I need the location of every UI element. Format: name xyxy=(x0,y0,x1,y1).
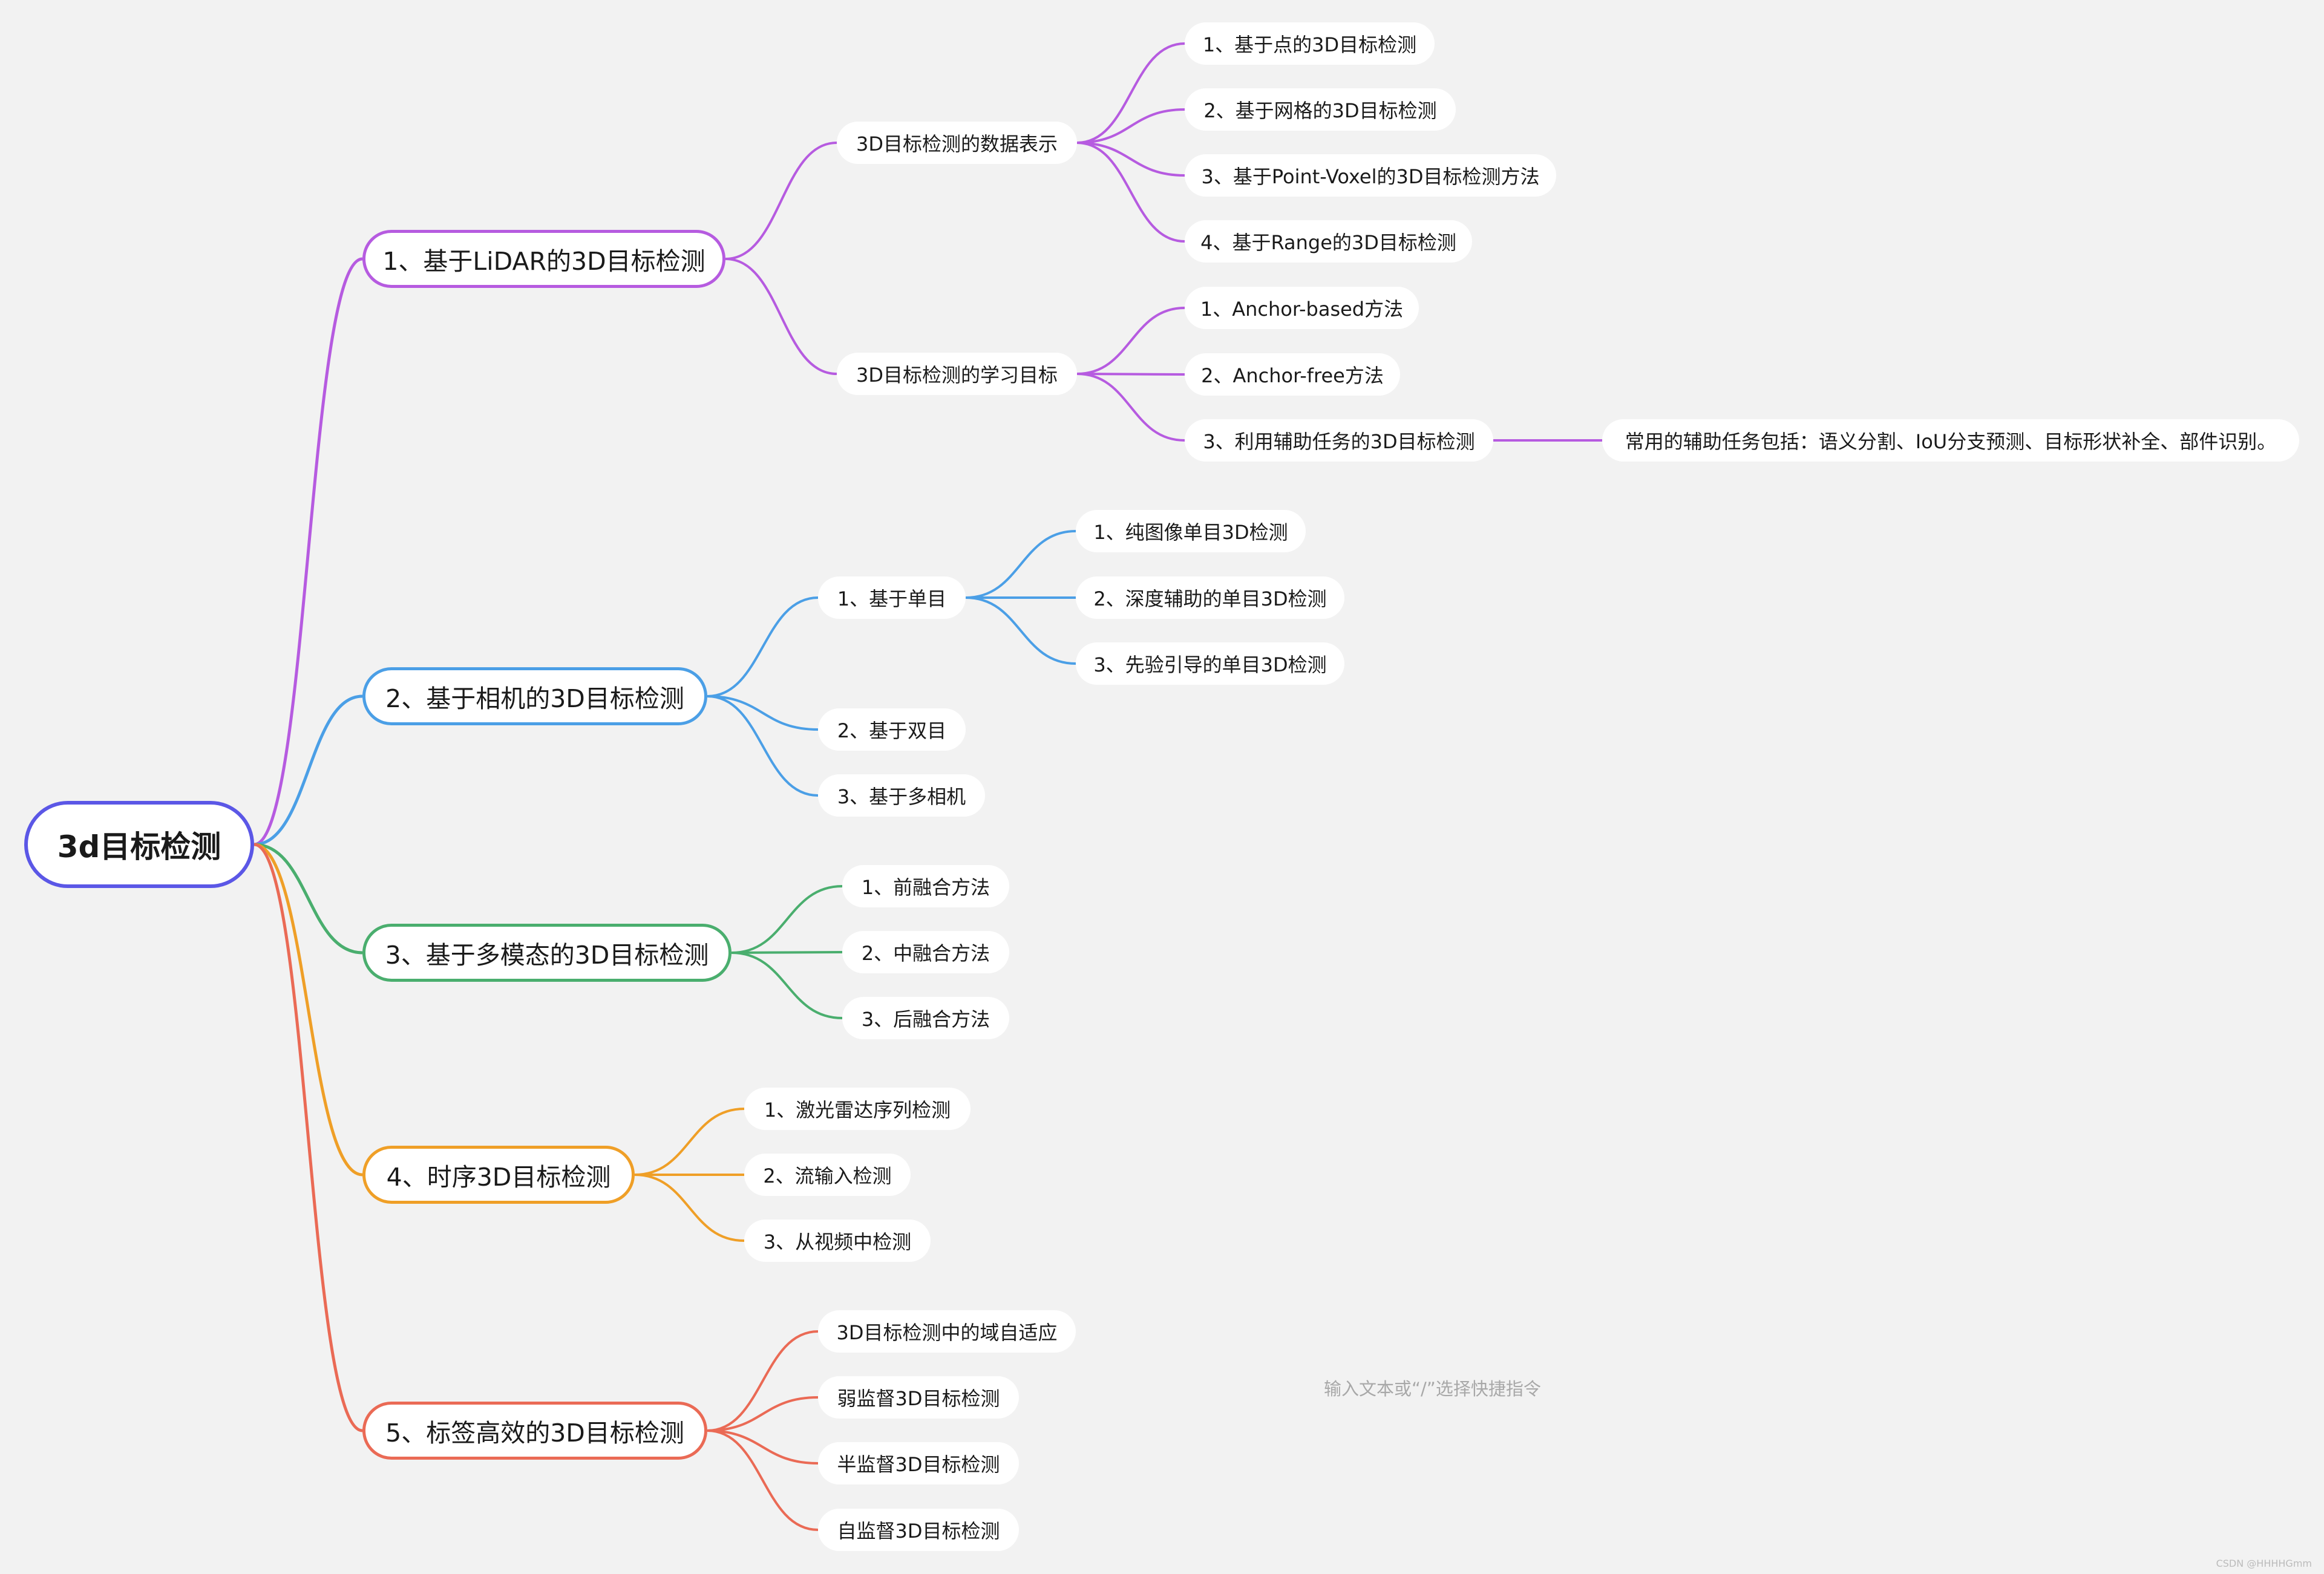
lidar-data-representation-node[interactable]: 3D目标检测的数据表示 xyxy=(837,122,1077,164)
auxiliary-task-note-node[interactable]: 常用的辅助任务包括：语义分割、IoU分支预测、目标形状补全、部件识别。 xyxy=(1602,419,2299,462)
edge-multimodal-late-fusion-node xyxy=(731,952,843,1019)
depth-assisted-mono-node[interactable]: 2、深度辅助的单目3D检测 xyxy=(1076,576,1344,619)
edge-camera-monocular-node xyxy=(707,596,819,697)
anchor-based-node[interactable]: 1、Anchor-based方法 xyxy=(1185,287,1419,329)
lidar-learning-objective-node[interactable]: 3D目标检测的学习目标 xyxy=(837,353,1077,395)
image-only-mono-node[interactable]: 1、纯图像单目3D检测 xyxy=(1076,510,1306,552)
lidar-sequence-node[interactable]: 1、激光雷达序列检测 xyxy=(744,1088,971,1130)
edge-root-label-efficient xyxy=(254,843,363,1432)
root-node[interactable]: 3d目标检测 xyxy=(24,801,254,888)
point-based-node[interactable]: 1、基于点的3D目标检测 xyxy=(1185,22,1435,65)
video-detection-node[interactable]: 3、从视频中检测 xyxy=(744,1220,931,1262)
edge-camera-multi-camera-node xyxy=(707,695,819,797)
late-fusion-node[interactable]: 3、后融合方法 xyxy=(842,997,1009,1039)
edge-camera-stereo-node xyxy=(707,695,819,731)
edge-data-grid-based-node xyxy=(1076,108,1185,144)
branch-label-efficient-node[interactable]: 5、标签高效的3D目标检测 xyxy=(362,1402,707,1460)
edge-lidar-data xyxy=(725,142,837,260)
multi-camera-node[interactable]: 3、基于多相机 xyxy=(818,774,985,817)
edge-mono-prior-guided-mono-node xyxy=(965,596,1076,665)
edge-root-camera xyxy=(254,694,363,846)
stereo-node[interactable]: 2、基于双目 xyxy=(818,708,966,751)
middle-fusion-node[interactable]: 2、中融合方法 xyxy=(842,931,1009,973)
branch-lidar-node[interactable]: 1、基于LiDAR的3D目标检测 xyxy=(362,230,725,288)
self-supervised-node[interactable]: 自监督3D目标检测 xyxy=(818,1509,1019,1551)
weakly-supervised-node[interactable]: 弱监督3D目标检测 xyxy=(818,1376,1019,1419)
edge-data-point-voxel-node xyxy=(1076,142,1185,177)
branch-camera-node[interactable]: 2、基于相机的3D目标检测 xyxy=(362,667,707,725)
streaming-input-node[interactable]: 2、流输入检测 xyxy=(744,1154,911,1196)
branch-temporal-node[interactable]: 4、时序3D目标检测 xyxy=(362,1146,635,1204)
edge-multimodal-early-fusion-node xyxy=(731,885,843,954)
point-voxel-node[interactable]: 3、基于Point-Voxel的3D目标检测方法 xyxy=(1185,154,1556,197)
semi-supervised-node[interactable]: 半监督3D目标检测 xyxy=(818,1442,1019,1484)
edge-learning-anchor-based-node xyxy=(1076,307,1185,375)
prior-guided-mono-node[interactable]: 3、先验引导的单目3D检测 xyxy=(1076,642,1344,685)
edge-root-multimodal xyxy=(254,843,363,955)
anchor-free-node[interactable]: 2、Anchor-free方法 xyxy=(1185,353,1400,396)
edge-learning-auxiliary-task-node xyxy=(1076,373,1185,442)
grid-based-node[interactable]: 2、基于网格的3D目标检测 xyxy=(1185,88,1456,131)
branch-multimodal-node[interactable]: 3、基于多模态的3D目标检测 xyxy=(362,924,732,982)
edge-mono-image-only-mono-node xyxy=(965,530,1076,599)
range-based-node[interactable]: 4、基于Range的3D目标检测 xyxy=(1185,220,1472,263)
edge-data-range-based-node xyxy=(1076,142,1185,243)
edge-label-domain-adaptation-node xyxy=(707,1330,819,1432)
edge-label-self-supervised-node xyxy=(707,1429,819,1531)
auxiliary-task-node[interactable]: 3、利用辅助任务的3D目标检测 xyxy=(1185,419,1493,462)
watermark: CSDN @HHHHGmm xyxy=(2216,1558,2312,1569)
edge-root-lidar xyxy=(254,257,363,846)
edge-multimodal-middle-fusion-node xyxy=(731,951,843,954)
edge-temporal-lidar-sequence-node xyxy=(634,1108,745,1176)
domain-adaptation-node[interactable]: 3D目标检测中的域自适应 xyxy=(818,1310,1076,1353)
edge-label-weakly-supervised-node xyxy=(707,1396,819,1432)
edge-root-temporal xyxy=(254,843,363,1177)
early-fusion-node[interactable]: 1、前融合方法 xyxy=(842,865,1009,907)
edge-temporal-video-detection-node xyxy=(634,1174,745,1242)
edge-label-semi-supervised-node xyxy=(707,1429,819,1465)
edge-data-point-based-node xyxy=(1076,42,1185,144)
monocular-node[interactable]: 1、基于单目 xyxy=(818,576,966,619)
command-hint[interactable]: 输入文本或“/”选择快捷指令 xyxy=(1324,1379,1541,1399)
edge-lidar-learning xyxy=(725,258,837,375)
